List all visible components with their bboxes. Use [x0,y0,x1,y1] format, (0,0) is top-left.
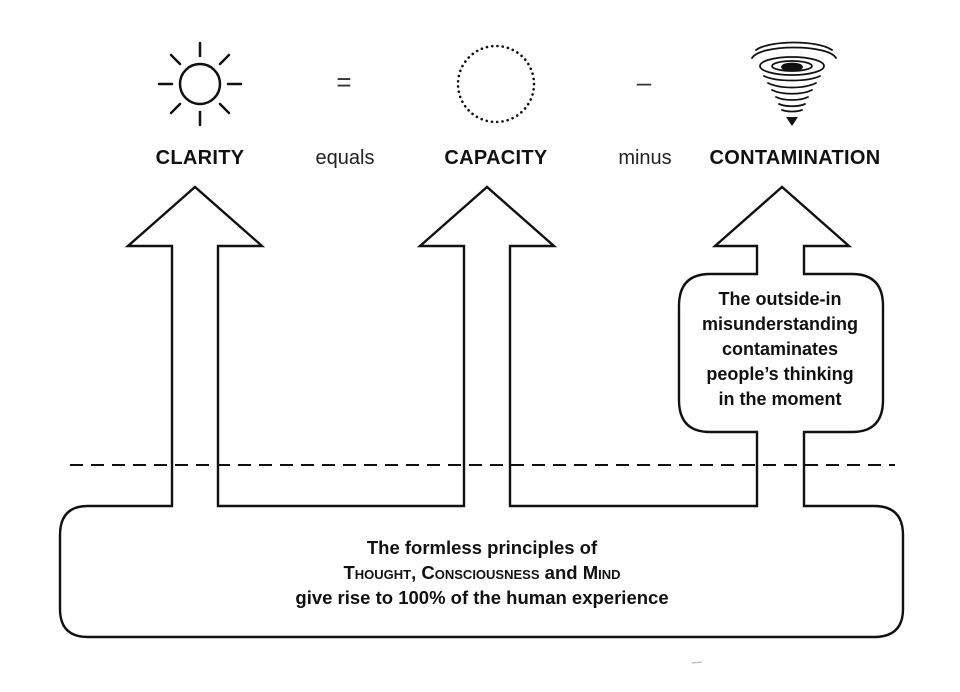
capacity-label: CAPACITY [444,147,548,169]
principles-and: and [539,562,583,583]
principles-arrows-outline [88,187,554,506]
tornado-icon [751,41,837,126]
thought-term: Thought [343,562,412,583]
callout-line-2: misunderstanding [701,314,858,334]
dotted-circle-icon [456,44,536,124]
callout-line-1: The outside-in [718,289,842,309]
mind-term: Mind [582,562,621,583]
minus-label: minus [618,147,672,169]
consciousness-term: Consciousness [421,562,540,583]
equals-label: equals [315,147,375,169]
contamination-callout: The outside-in misunderstanding contamin… [680,287,880,412]
principles-comma: , [411,562,422,583]
equals-symbol: = [336,67,352,97]
principles-line-1: The formless principles of [366,537,598,558]
stray-mark [691,661,703,664]
principles-text: The formless principles of Thought, Cons… [62,535,902,610]
callout-line-4: people’s thinking [706,364,854,384]
minus-symbol: – [636,67,652,97]
callout-line-5: in the moment [718,389,842,409]
principles-line-2: Thought, Consciousness and Mind [62,560,902,585]
contamination-label: CONTAMINATION [709,147,881,169]
principles-box-with-arrows [58,185,905,639]
sun-icon [157,41,243,127]
callout-line-3: contaminates [721,339,839,359]
principles-line-3: give rise to 100% of the human experienc… [295,587,669,608]
clarity-label: CLARITY [155,147,245,169]
